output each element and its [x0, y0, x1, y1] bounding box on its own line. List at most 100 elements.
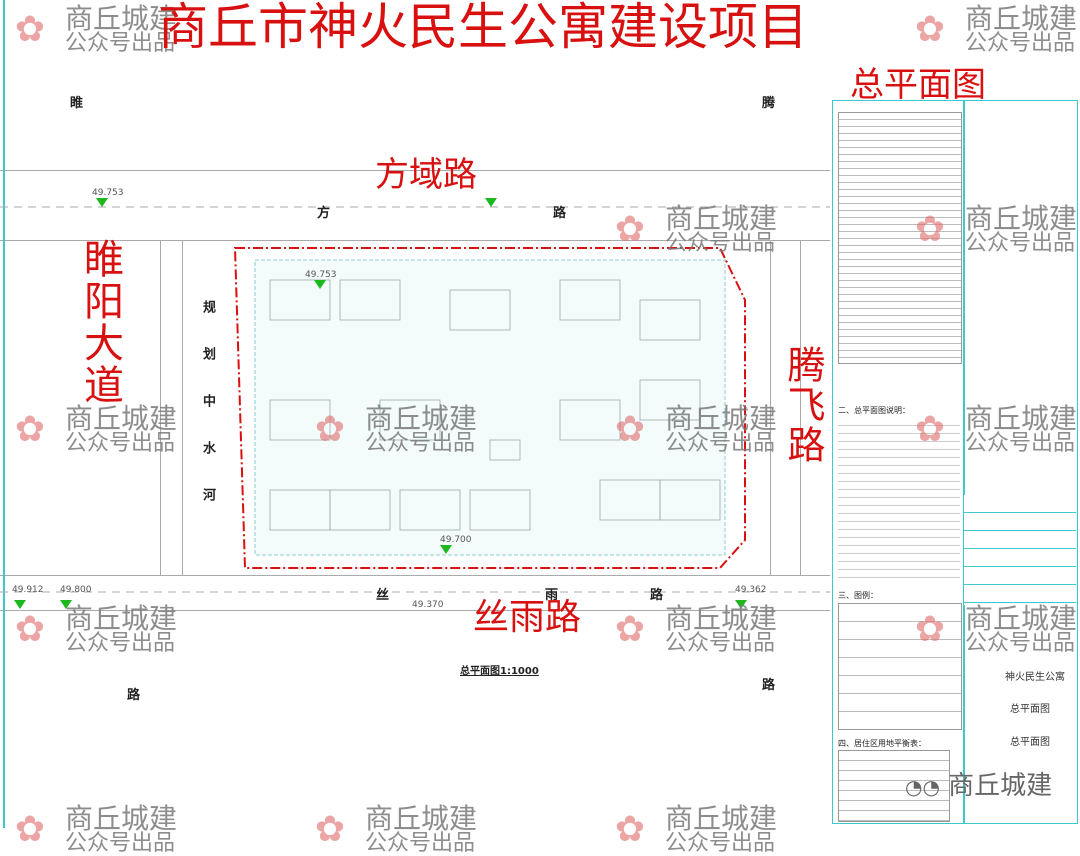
watermark-line1: 商丘城建 — [365, 802, 478, 835]
elevation-marker — [735, 600, 747, 609]
road-edge — [770, 240, 771, 575]
land-table-heading: 四、居住区用地平衡表： — [838, 739, 926, 748]
road-edge — [160, 240, 161, 575]
crane-seal-icon: ✿ — [914, 9, 946, 50]
notes-heading: 二、总平面图说明： — [838, 406, 910, 415]
watermark: 商丘城建公众号出品 — [965, 5, 1077, 55]
watermark-line2: 公众号出品 — [965, 231, 1076, 256]
watermark-line1: 商丘城建 — [65, 402, 178, 435]
crane-seal-icon: ✿ — [14, 409, 46, 450]
page-title: 商丘市神火民生公寓建设项目 — [158, 0, 808, 56]
crane-seal-icon: ✿ — [614, 609, 646, 650]
crane-seal-icon: ✿ — [914, 209, 946, 250]
watermark-line1: 商丘城建 — [665, 802, 778, 835]
scale-label: 总平面图1:1000 — [460, 666, 539, 677]
crane-seal-icon: ✿ — [14, 609, 46, 650]
land-table — [838, 750, 950, 822]
signature-table — [964, 495, 1076, 605]
drawing-name: 总平面图 — [1010, 704, 1050, 715]
label-canal: 规划中水河 — [200, 300, 215, 535]
watermark-line2: 公众号出品 — [665, 431, 776, 456]
label-south-lu: 路 — [650, 588, 664, 603]
legend-heading: 三、图例： — [838, 591, 878, 600]
elevation-label: 49.753 — [305, 270, 337, 280]
label-sui: 睢 — [70, 96, 84, 111]
watermark-line2: 公众号出品 — [665, 631, 776, 656]
elevation-marker — [314, 280, 326, 289]
watermark: 商丘城建公众号出品 — [65, 405, 177, 455]
footer-brand-text: 商丘城建 — [948, 771, 1053, 801]
label-teng: 腾 — [762, 96, 776, 111]
watermark-line1: 商丘城建 — [965, 2, 1078, 35]
crane-seal-icon: ✿ — [914, 609, 946, 650]
label-north-fang: 方 — [317, 206, 331, 221]
watermark-line2: 公众号出品 — [365, 431, 476, 456]
watermark-line1: 商丘城建 — [65, 2, 178, 35]
road-label-east: 腾飞路 — [781, 345, 825, 465]
page-subtitle: 总平面图 — [850, 65, 986, 105]
road-edge — [0, 170, 830, 171]
notes-text — [838, 418, 960, 578]
road-label-north: 方域路 — [375, 155, 477, 195]
watermark-line1: 商丘城建 — [965, 202, 1078, 235]
watermark: 商丘城建公众号出品 — [665, 205, 777, 255]
label-se-lu: 路 — [762, 678, 776, 693]
title-block-divider — [963, 100, 965, 824]
crane-seal-icon: ✿ — [614, 809, 646, 850]
label-south-si: 丝 — [376, 588, 390, 603]
watermark-line2: 公众号出品 — [965, 631, 1076, 656]
watermark: 商丘城建公众号出品 — [665, 605, 777, 655]
label-north-lu: 路 — [553, 206, 567, 221]
watermark-line1: 商丘城建 — [965, 602, 1078, 635]
crane-seal-icon: ✿ — [314, 409, 346, 450]
road-edge — [0, 240, 830, 241]
watermark: 商丘城建公众号出品 — [365, 805, 477, 855]
footer-brand: ◔◔ 商丘城建 — [905, 765, 1052, 802]
watermark-line2: 公众号出品 — [65, 431, 176, 456]
elevation-marker — [14, 600, 26, 609]
economic-table — [838, 112, 962, 364]
watermark-line2: 公众号出品 — [665, 231, 776, 256]
elevation-marker — [440, 545, 452, 554]
frame-left — [3, 0, 5, 828]
road-edge — [0, 610, 830, 611]
watermark-line1: 商丘城建 — [665, 402, 778, 435]
crane-seal-icon: ✿ — [14, 809, 46, 850]
watermark: 商丘城建公众号出品 — [965, 605, 1077, 655]
watermark: 商丘城建公众号出品 — [965, 405, 1077, 455]
elevation-label: 49.700 — [440, 535, 472, 545]
crane-seal-icon: ✿ — [914, 409, 946, 450]
site-boundary — [233, 247, 746, 569]
road-edge — [182, 240, 183, 575]
watermark-line1: 商丘城建 — [365, 402, 478, 435]
watermark: 商丘城建公众号出品 — [65, 805, 177, 855]
watermark: 商丘城建公众号出品 — [65, 605, 177, 655]
site-plan — [0, 206, 830, 593]
title-block — [832, 100, 1078, 824]
project-name: 神火民生公寓 — [1005, 672, 1065, 683]
label-sw-lu: 路 — [127, 688, 141, 703]
watermark-line2: 公众号出品 — [65, 831, 176, 856]
crane-seal-icon: ✿ — [14, 9, 46, 50]
watermark-line1: 商丘城建 — [65, 802, 178, 835]
watermark-line2: 公众号出品 — [65, 631, 176, 656]
road-edge — [0, 575, 830, 576]
wechat-icon: ◔◔ — [905, 775, 940, 799]
road-edge — [800, 240, 801, 575]
watermark-line1: 商丘城建 — [965, 402, 1078, 435]
watermark-line1: 商丘城建 — [65, 602, 178, 635]
watermark-line2: 公众号出品 — [65, 31, 176, 56]
elevation-label: 49.800 — [60, 585, 92, 595]
watermark-line2: 公众号出品 — [965, 31, 1076, 56]
watermark: 商丘城建公众号出品 — [965, 205, 1077, 255]
elevation-marker — [96, 198, 108, 207]
drawing-name-2: 总平面图 — [1010, 737, 1050, 748]
legend-table — [838, 603, 962, 730]
watermark-line2: 公众号出品 — [965, 431, 1076, 456]
road-label-west: 睢阳大道 — [77, 238, 123, 406]
elevation-label: 49.370 — [412, 600, 444, 610]
road-label-south: 丝雨路 — [473, 597, 582, 638]
watermark: 商丘城建公众号出品 — [65, 5, 177, 55]
watermark: 商丘城建公众号出品 — [365, 405, 477, 455]
watermark-line1: 商丘城建 — [665, 602, 778, 635]
